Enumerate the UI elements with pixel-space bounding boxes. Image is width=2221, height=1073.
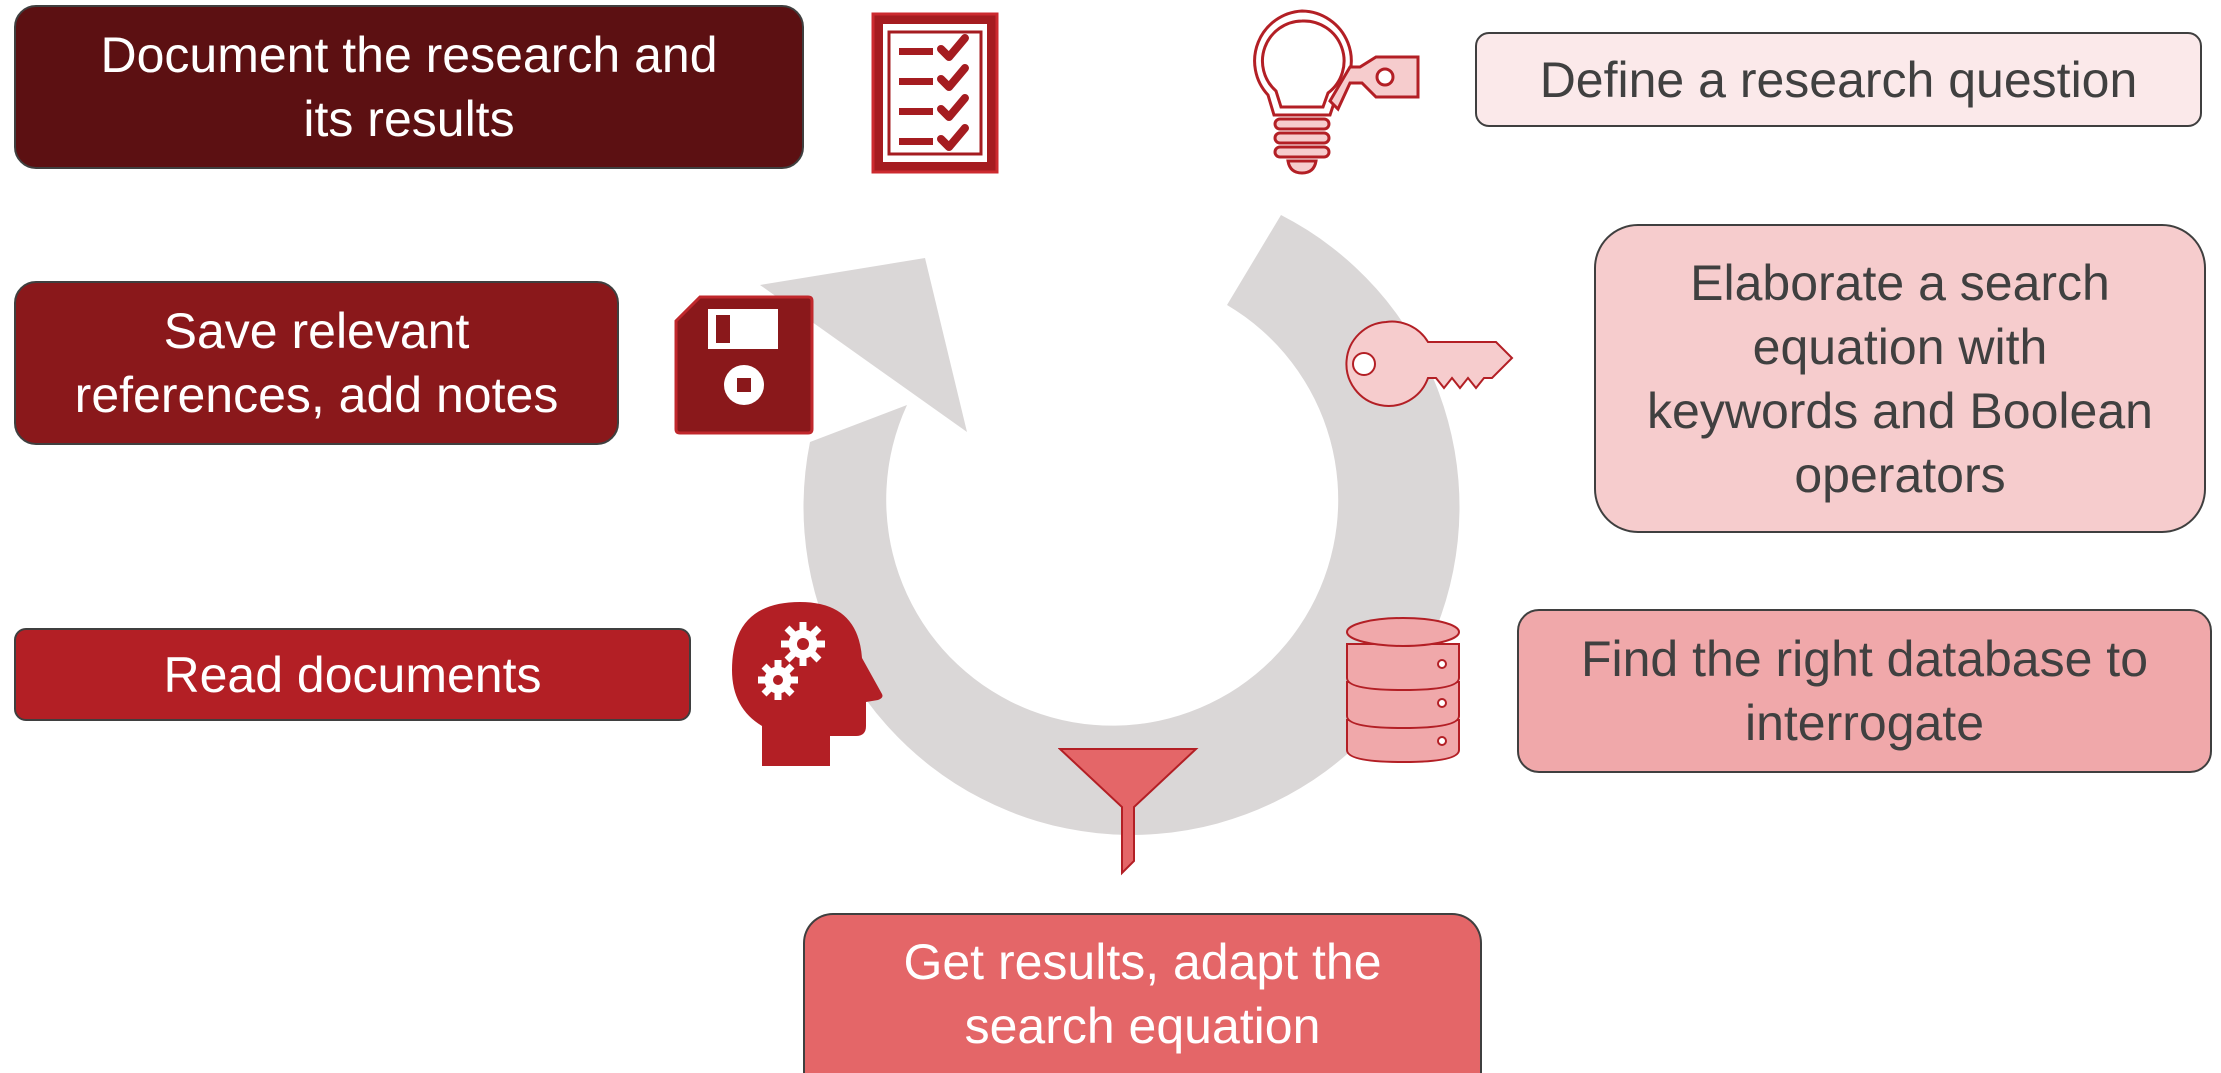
key-icon — [1345, 320, 1514, 407]
step-find-database-label: Find the right database to interrogate — [1580, 631, 2149, 751]
step-save-label: Save relevant references, add notes — [74, 303, 559, 423]
step-read-box: Read documents — [14, 628, 691, 721]
floppy-disk-icon — [674, 295, 814, 435]
step-document-box: Document the research and its results — [14, 5, 804, 169]
head-gears-icon — [732, 602, 883, 766]
step-define-box: Define a research question — [1475, 32, 2202, 127]
step-elaborate-box: Elaborate a search equation with keyword… — [1594, 224, 2206, 533]
step-define-label: Define a research question — [1539, 51, 2138, 108]
checklist-icon — [871, 12, 999, 174]
step-document-label: Document the research and its results — [100, 27, 718, 147]
step-get-results-box: Get results, adapt the search equation — [803, 913, 1482, 1073]
lightbulb-icon — [1253, 9, 1420, 175]
step-find-database-box: Find the right database to interrogate — [1517, 609, 2212, 773]
database-icon — [1346, 617, 1460, 764]
step-get-results-label: Get results, adapt the search equation — [903, 934, 1382, 1054]
step-elaborate-label: Elaborate a search equation with keyword… — [1647, 254, 2153, 503]
step-save-box: Save relevant references, add notes — [14, 281, 619, 445]
funnel-icon — [1058, 748, 1199, 876]
step-read-label: Read documents — [163, 646, 542, 703]
